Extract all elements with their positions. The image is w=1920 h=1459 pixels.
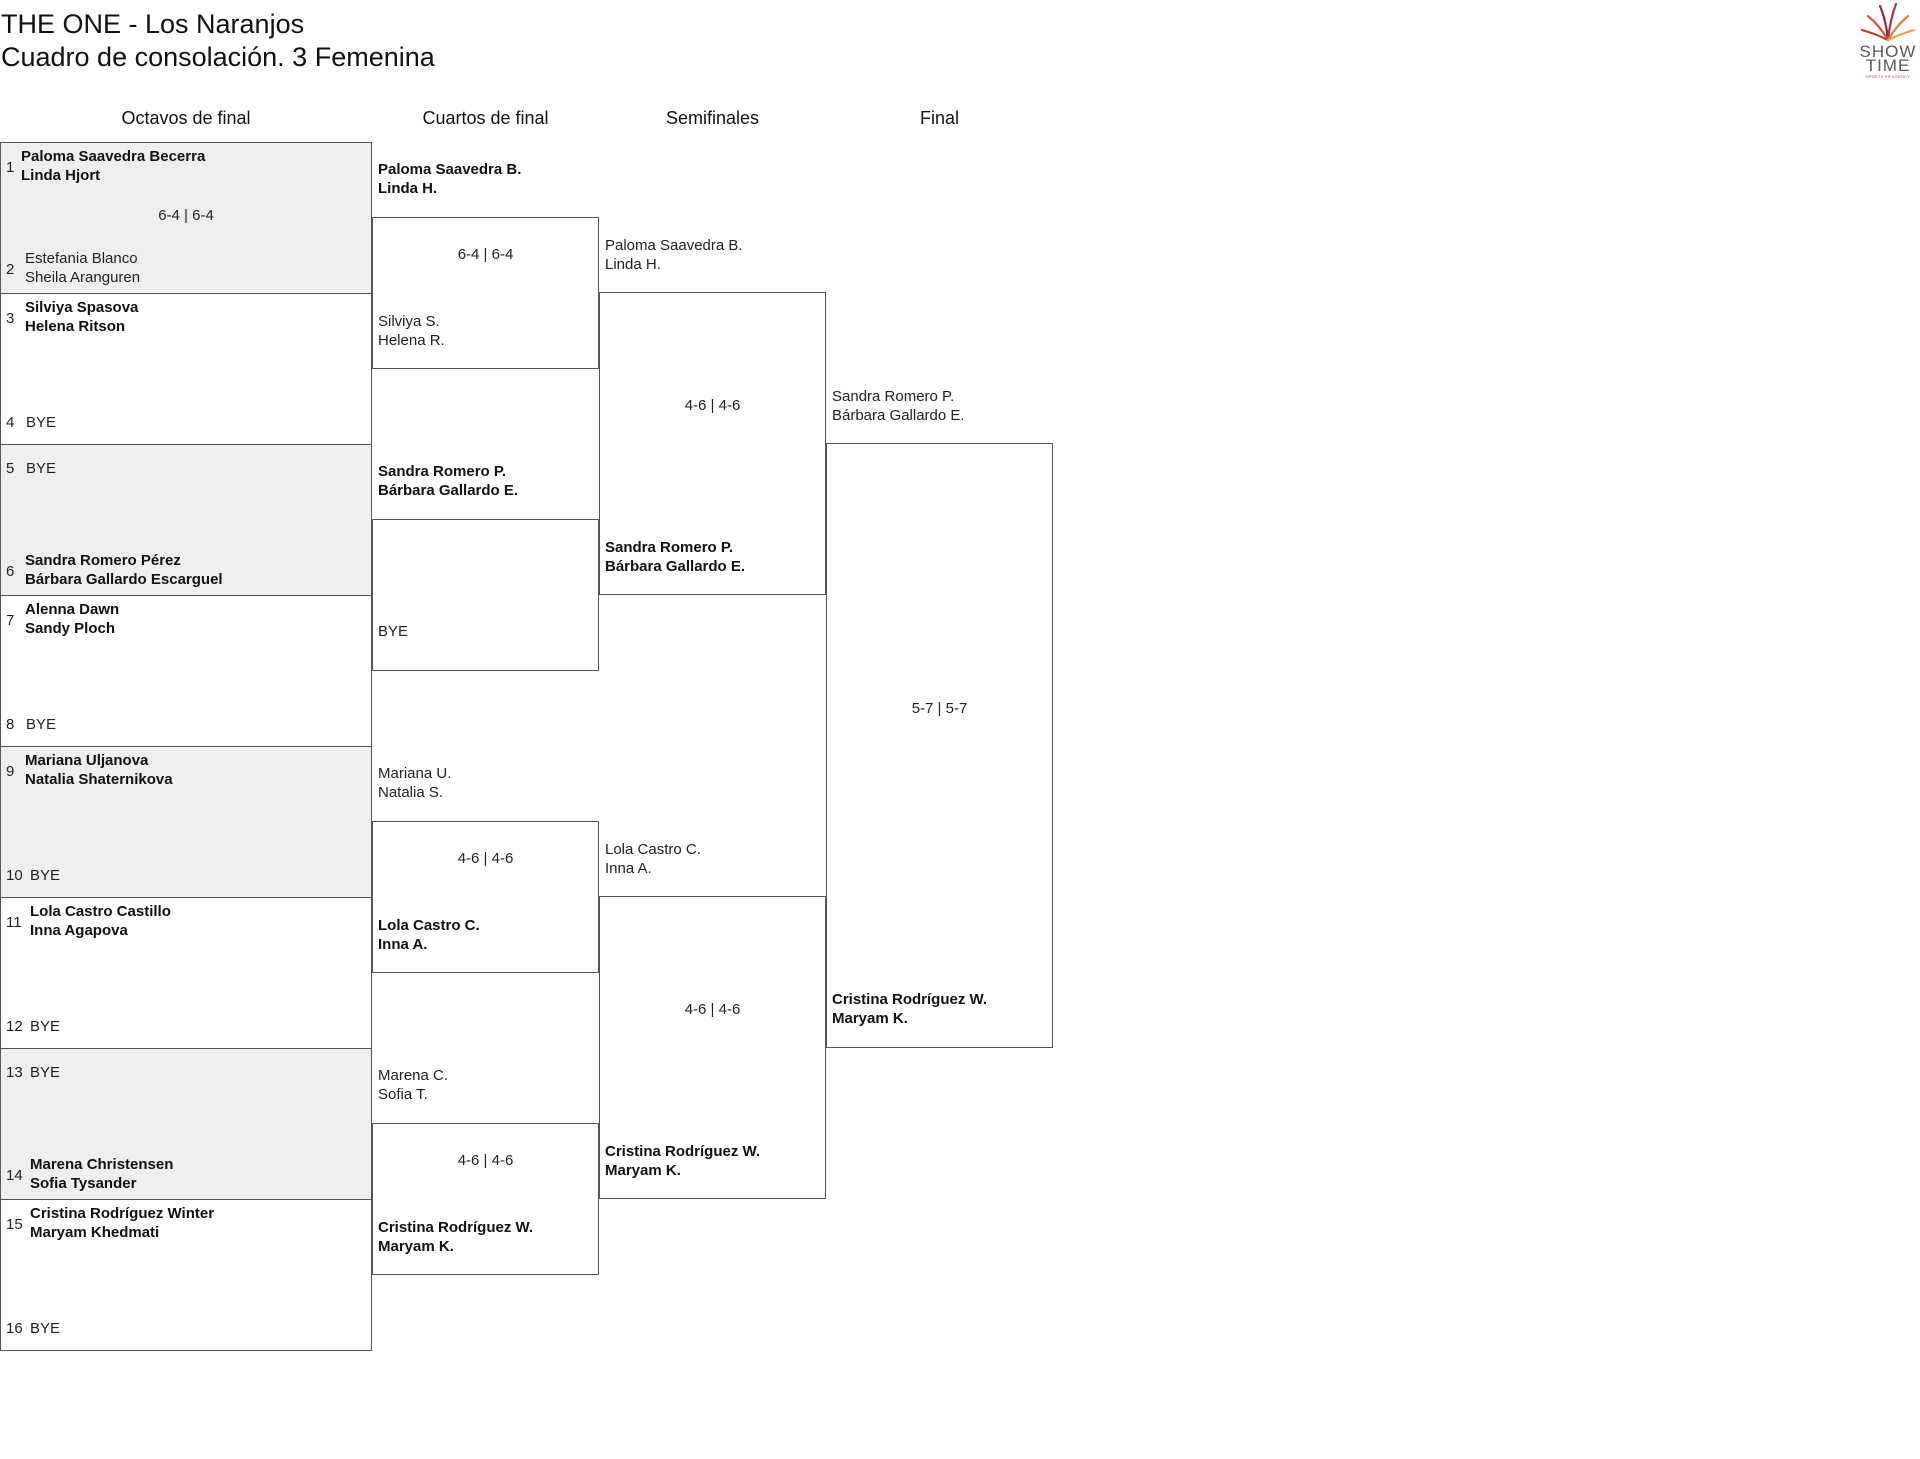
qf-score-2: 4-6 | 4-6 [457, 850, 514, 867]
showtime-logo: SHOW TIME SPORTS PR AGENCY [1856, 0, 1920, 82]
qf-team-1-player-2: Linda H. [378, 180, 438, 197]
qf-team-2-player-2: Helena R. [378, 332, 445, 349]
r16-seed-9: 9 [6, 763, 15, 780]
qf-team-3-player-1: Sandra Romero P. [378, 463, 507, 480]
qf-team-6-player-1: Lola Castro C. [378, 917, 480, 934]
sf-match-box [599, 896, 826, 1199]
qf-team-8-player-2: Maryam K. [378, 1238, 454, 1255]
round-header-4: Final [919, 108, 959, 128]
r16-seed-5: 5 [6, 460, 15, 477]
qf-team-2-player-1: Silviya S. [378, 313, 440, 330]
r16-seed-10: 10 [6, 867, 23, 884]
final-team-1-player-1: Sandra Romero P. [832, 388, 955, 405]
r16-team-14-player-2: Sofia Tysander [30, 1175, 137, 1192]
r16-bye-13: BYE [30, 1064, 61, 1081]
r16-seed-16: 16 [6, 1320, 23, 1337]
qf-match-box [372, 1123, 599, 1275]
r16-team-2-player-2: Sheila Aranguren [25, 269, 141, 286]
r16-match-box [0, 746, 372, 898]
r16-team-3-player-1: Silviya Spasova [25, 299, 139, 316]
qf-score-1: 6-4 | 6-4 [457, 246, 514, 263]
r16-match-box [0, 142, 372, 294]
qf-team-7-player-2: Sofia T. [378, 1086, 428, 1103]
sf-match-box [599, 292, 826, 595]
r16-bye-4: BYE [26, 414, 57, 431]
r16-seed-4: 4 [6, 414, 15, 431]
final-match-box [826, 443, 1053, 1048]
r16-team-3-player-2: Helena Ritson [25, 318, 126, 335]
r16-seed-3: 3 [6, 310, 15, 327]
r16-bye-12: BYE [30, 1018, 61, 1035]
round-header-1: Octavos de final [121, 108, 251, 128]
r16-score-1: 6-4 | 6-4 [158, 207, 214, 224]
qf-score-3: 4-6 | 4-6 [457, 1152, 514, 1169]
sf-team-2-player-1: Sandra Romero P. [605, 539, 734, 556]
r16-seed-8: 8 [6, 716, 15, 733]
logo-text-time: TIME [1865, 56, 1911, 75]
r16-team-11-player-2: Inna Agapova [30, 922, 128, 939]
final-team-2-player-1: Cristina Rodríguez W. [832, 991, 988, 1008]
r16-team-15-player-2: Maryam Khedmati [30, 1224, 160, 1241]
r16-team-6-player-2: Bárbara Gallardo Escarguel [25, 571, 223, 588]
r16-bye-16: BYE [30, 1320, 61, 1337]
r16-team-7-player-2: Sandy Ploch [25, 620, 116, 637]
r16-team-11-player-1: Lola Castro Castillo [30, 903, 171, 920]
qf-match-box [372, 519, 599, 671]
firework-icon [1860, 2, 1916, 42]
r16-team-7-player-1: Alenna Dawn [25, 601, 120, 618]
r16-seed-7: 7 [6, 612, 15, 629]
sf-score-2: 4-6 | 4-6 [684, 1001, 741, 1018]
page-subtitle: Cuadro de consolación. 3 Femenina [1, 42, 435, 72]
r16-seed-12: 12 [6, 1018, 23, 1035]
qf-match-box [372, 217, 599, 369]
r16-seed-13: 13 [6, 1064, 23, 1081]
logo-text-show: SHOW [1859, 42, 1917, 61]
qf-team-3-player-2: Bárbara Gallardo E. [378, 482, 519, 499]
r16-team-1-player-2: Linda Hjort [21, 167, 101, 184]
round-header-3: Semifinales [665, 108, 760, 128]
r16-seed-15: 15 [6, 1216, 23, 1233]
r16-team-1-player-1: Paloma Saavedra Becerra [21, 148, 206, 165]
sf-team-1-player-1: Paloma Saavedra B. [605, 237, 743, 254]
qf-team-5-player-1: Mariana U. [378, 765, 452, 782]
r16-team-6-player-1: Sandra Romero Pérez [25, 552, 181, 569]
r16-seed-2: 2 [6, 261, 15, 278]
r16-team-15-player-1: Cristina Rodríguez Winter [30, 1205, 215, 1222]
sf-team-2-player-2: Bárbara Gallardo E. [605, 558, 746, 575]
r16-team-9-player-2: Natalia Shaternikova [25, 771, 173, 788]
final-score: 5-7 | 5-7 [911, 700, 968, 717]
r16-seed-11: 11 [6, 914, 22, 931]
qf-match-box [372, 821, 599, 973]
qf-team-8-player-1: Cristina Rodríguez W. [378, 1219, 534, 1236]
qf-team-1-player-1: Paloma Saavedra B. [378, 161, 522, 178]
logo-tagline: SPORTS PR AGENCY [1865, 74, 1911, 79]
r16-match-box [0, 1048, 372, 1200]
sf-team-3-player-2: Inna A. [605, 860, 652, 877]
r16-team-2-player-1: Estefania Blanco [25, 250, 138, 267]
r16-seed-1: 1 [6, 159, 15, 176]
r16-bye-10: BYE [30, 867, 61, 884]
r16-team-9-player-1: Mariana Uljanova [25, 752, 149, 769]
sf-team-1-player-2: Linda H. [605, 256, 661, 273]
sf-score-1: 4-6 | 4-6 [684, 397, 741, 414]
page-title: THE ONE - Los Naranjos [1, 9, 305, 39]
round-header-2: Cuartos de final [422, 108, 549, 128]
r16-seed-14: 14 [6, 1167, 23, 1184]
r16-team-14-player-1: Marena Christensen [30, 1156, 174, 1173]
qf-team-4-player-1: BYE [378, 623, 409, 640]
final-team-2-player-2: Maryam K. [832, 1010, 908, 1027]
r16-bye-8: BYE [26, 716, 57, 733]
r16-bye-5: BYE [26, 460, 57, 477]
sf-team-3-player-1: Lola Castro C. [605, 841, 701, 858]
qf-team-6-player-2: Inna A. [378, 936, 428, 953]
r16-match-box [0, 1199, 372, 1351]
sf-team-4-player-2: Maryam K. [605, 1162, 681, 1179]
r16-seed-6: 6 [6, 563, 15, 580]
final-team-1-player-2: Bárbara Gallardo E. [832, 407, 965, 424]
qf-team-7-player-1: Marena C. [378, 1067, 449, 1084]
sf-team-4-player-1: Cristina Rodríguez W. [605, 1143, 761, 1160]
qf-team-5-player-2: Natalia S. [378, 784, 444, 801]
